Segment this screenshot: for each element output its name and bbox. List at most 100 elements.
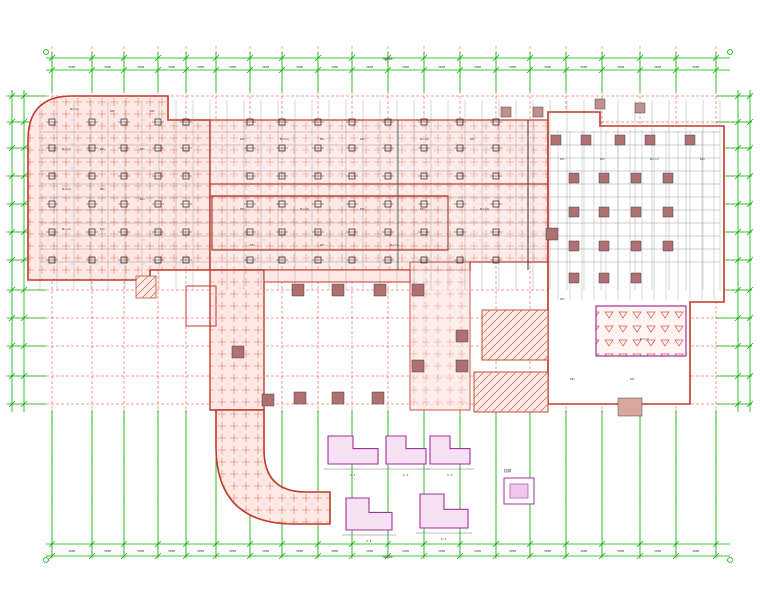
dimension-tick: [492, 540, 500, 548]
legend-caption: 柱脚: [504, 468, 512, 473]
annotation-label: KL1(2): [420, 137, 430, 141]
dimension-tick: [734, 314, 742, 322]
column-footing: [662, 172, 674, 184]
dimension-tick: [562, 66, 570, 74]
dimension-tick: [734, 228, 742, 236]
column-footing: [634, 102, 646, 114]
dimension-tick: [712, 54, 720, 62]
dimension-label: 3900: [509, 65, 516, 69]
dimension-label: 3900: [654, 65, 661, 69]
dimension-tick: [746, 172, 754, 180]
dimension-tick: [746, 314, 754, 322]
annotation-label: KZ1: [700, 157, 705, 161]
dimension-tick: [420, 54, 428, 62]
column-footing: [684, 134, 696, 146]
dimension-tick: [8, 144, 16, 152]
section-detail: 4-4: [342, 497, 396, 543]
total-dimension-top: 76650: [382, 57, 393, 61]
dimension-tick: [672, 540, 680, 548]
dimension-tick: [734, 200, 742, 208]
dimension-tick: [526, 540, 534, 548]
dimension-tick: [456, 552, 464, 560]
dimension-tick: [348, 54, 356, 62]
dimension-tick: [636, 54, 644, 62]
column-footing: [500, 106, 512, 118]
dimension-tick: [20, 144, 28, 152]
stair-hatch: [135, 275, 157, 299]
dimension-tick: [120, 552, 128, 560]
dimension-label: 3900: [366, 549, 373, 553]
dimension-tick: [746, 200, 754, 208]
column-footing: [598, 272, 610, 284]
column-footing: [373, 283, 387, 297]
dimension-tick: [712, 540, 720, 548]
annotation-label: KZ1: [420, 207, 425, 211]
column-footing: [550, 134, 562, 146]
dimension-tick: [746, 372, 754, 380]
dimension-tick: [562, 552, 570, 560]
dimension-tick: [154, 540, 162, 548]
column-footing: [455, 329, 469, 343]
dimension-tick: [734, 172, 742, 180]
dimension-tick: [20, 372, 28, 380]
dimension-label: 3900: [654, 549, 661, 553]
dimension-tick: [420, 540, 428, 548]
dimension-tick: [8, 286, 16, 294]
dimension-tick: [120, 66, 128, 74]
dimension-tick: [712, 552, 720, 560]
section-shape: [429, 435, 471, 465]
column-footing: [662, 206, 674, 218]
dimension-tick: [278, 552, 286, 560]
annotation-label: KZ1: [600, 157, 605, 161]
dimension-tick: [8, 314, 16, 322]
slab-vertical-wing: [209, 269, 265, 411]
dimension-tick: [246, 540, 254, 548]
dimension-tick: [20, 286, 28, 294]
column-footing: [411, 283, 425, 297]
dimension-label: 3900: [262, 549, 269, 553]
dimension-tick: [526, 552, 534, 560]
column-footing: [545, 227, 559, 241]
dimension-tick: [246, 66, 254, 74]
column-footing: [644, 134, 656, 146]
dimension-label: 3900: [692, 549, 699, 553]
dimension-tick: [526, 54, 534, 62]
annotation-label: KZ1: [360, 207, 365, 211]
dimension-tick: [746, 256, 754, 264]
dimension-tick: [384, 66, 392, 74]
dimension-tick: [212, 540, 220, 548]
dimension-tick: [746, 286, 754, 294]
column-footing: [291, 283, 305, 297]
dimension-label: 3900: [104, 549, 111, 553]
slab-curved-wing: [215, 409, 331, 525]
dimension-label: 3900: [438, 549, 445, 553]
dimension-tick: [672, 54, 680, 62]
annotation-label: KL1(2): [62, 227, 72, 231]
dimension-label: 3900: [296, 549, 303, 553]
dimension-label: 3900: [168, 549, 175, 553]
dimension-tick: [636, 552, 644, 560]
dimension-tick: [734, 118, 742, 126]
dimension-tick: [8, 92, 16, 100]
dimension-tick: [182, 66, 190, 74]
dimension-tick: [456, 54, 464, 62]
section-caption: 3-3: [447, 473, 453, 477]
dimension-tick: [8, 400, 16, 408]
dimension-tick: [20, 256, 28, 264]
annotation-label: KZ1: [320, 243, 325, 247]
annotation-label: KZ1: [560, 297, 565, 301]
dimension-label: 3900: [617, 65, 624, 69]
dimension-tick: [562, 540, 570, 548]
dimension-label: 3900: [296, 65, 303, 69]
dimension-label: 3900: [68, 549, 75, 553]
annotation-label: KZ1: [470, 137, 475, 141]
dimension-tick: [48, 54, 56, 62]
dimension-label: 3900: [474, 549, 481, 553]
annotation-label: KL1(2): [650, 157, 660, 161]
dimension-tick: [420, 552, 428, 560]
dimension-tick: [8, 372, 16, 380]
dimension-tick: [672, 66, 680, 74]
section-shape: [419, 493, 469, 529]
